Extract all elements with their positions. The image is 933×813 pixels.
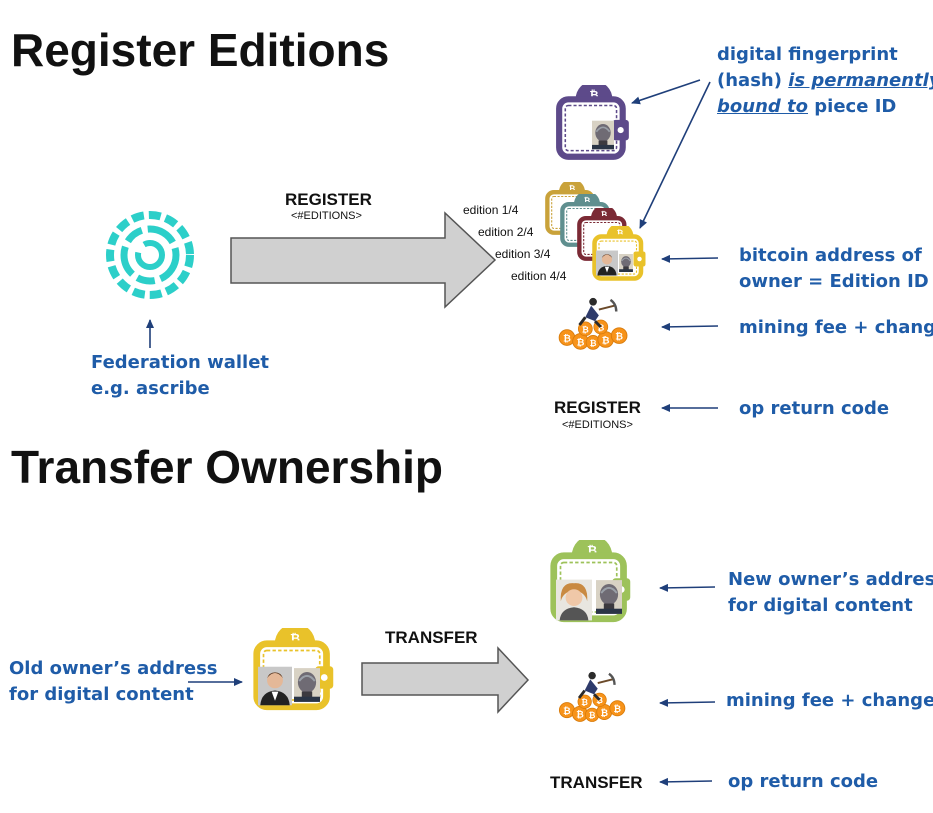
bitcoin-address-label-1: bitcoin address of bbox=[739, 245, 922, 266]
ascribe-logo bbox=[106, 211, 194, 299]
register-command: REGISTER bbox=[285, 190, 372, 209]
bitcoin-address-label-2: owner = Edition ID bbox=[739, 271, 929, 292]
edition-label-2: edition 2/4 bbox=[478, 225, 534, 239]
edition-label-4: edition 4/4 bbox=[511, 269, 567, 283]
op-return-sub-register: <#EDITIONS> bbox=[562, 419, 633, 431]
federation-label-2: e.g. ascribe bbox=[91, 378, 210, 399]
new-owner-wallet bbox=[553, 540, 631, 621]
fingerprint-text-piece: piece ID bbox=[808, 96, 897, 117]
arrow-mining-fee-transfer bbox=[659, 698, 716, 707]
fingerprint-wallet bbox=[559, 85, 629, 157]
fingerprint-text-emph-2: bound to bbox=[717, 96, 809, 117]
fingerprint-label-3: bound to piece ID bbox=[717, 94, 896, 120]
new-owner-label-1: New owner’s address bbox=[728, 569, 933, 590]
op-return-label-register: op return code bbox=[739, 398, 890, 419]
fingerprint-label-2: (hash) is permanently bbox=[717, 68, 933, 94]
mining-fee-label-register: mining fee + change bbox=[739, 317, 933, 338]
arrow-new-owner bbox=[659, 583, 716, 592]
arrow-op-return-transfer bbox=[659, 777, 713, 786]
old-owner-wallet bbox=[256, 628, 334, 707]
arrow-mining-fee-register bbox=[661, 322, 719, 331]
register-title: Register Editions bbox=[11, 24, 390, 76]
fingerprint-text-hash: (hash) bbox=[717, 70, 789, 91]
register-big-arrow bbox=[230, 211, 497, 309]
op-return-command-register: REGISTER bbox=[554, 398, 641, 417]
arrow-fingerprint-1 bbox=[631, 79, 701, 105]
edition-label-1: edition 1/4 bbox=[463, 203, 519, 217]
transfer-title: Transfer Ownership bbox=[11, 441, 444, 493]
mining-icon-register bbox=[559, 298, 627, 349]
transfer-command: TRANSFER bbox=[385, 628, 478, 647]
fingerprint-text-emph-1: is permanently bbox=[788, 70, 933, 91]
mining-fee-label-transfer: mining fee + change bbox=[726, 690, 933, 711]
edition-label-3: edition 3/4 bbox=[495, 247, 551, 261]
arrow-bitcoin-address bbox=[661, 254, 719, 263]
old-owner-label-1: Old owner’s address bbox=[9, 658, 218, 679]
new-owner-label-2: for digital content bbox=[728, 595, 913, 616]
transfer-big-arrow bbox=[361, 646, 530, 714]
op-return-label-transfer: op return code bbox=[728, 771, 879, 792]
old-owner-label-2: for digital content bbox=[9, 684, 194, 705]
federation-label-1: Federation wallet bbox=[91, 352, 270, 373]
arrow-fingerprint-2 bbox=[639, 81, 711, 229]
register-command-sub: <#EDITIONS> bbox=[291, 210, 362, 222]
op-return-command-transfer: TRANSFER bbox=[550, 773, 643, 792]
fingerprint-label-1: digital fingerprint bbox=[717, 44, 898, 65]
mining-icon-transfer bbox=[559, 672, 625, 722]
